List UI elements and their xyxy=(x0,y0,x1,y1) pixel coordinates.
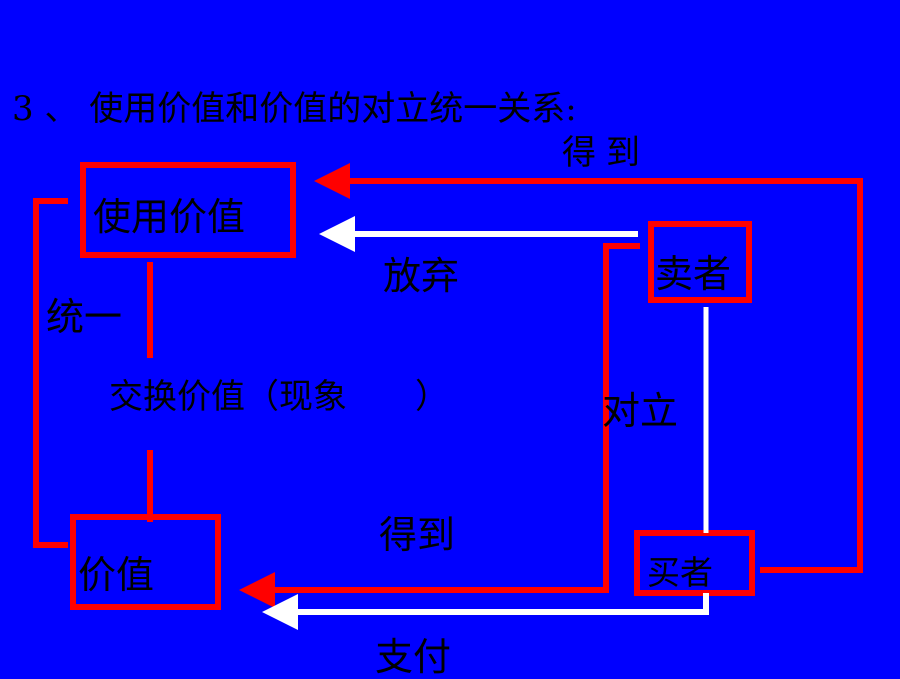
value-box xyxy=(70,514,221,610)
label-value: 价值 xyxy=(78,553,155,597)
arrow-pay xyxy=(262,593,709,630)
label-unity: 统一 xyxy=(46,295,123,339)
unity-bracket xyxy=(33,198,68,548)
page-title: 3 、 使用价值和价值的对立统一关系: xyxy=(12,89,577,129)
label-buyer: 买者 xyxy=(647,553,713,592)
buyer-box xyxy=(634,530,755,596)
label-seller: 卖者 xyxy=(655,252,732,296)
label-opposition: 对立 xyxy=(602,389,679,433)
label-use-value: 使用价值 xyxy=(93,195,246,239)
use-value-box xyxy=(80,162,296,258)
label-get-top: 得到 xyxy=(562,133,650,173)
seller-box xyxy=(648,221,752,303)
arrow-get-use-value xyxy=(314,163,863,573)
label-get-bottom: 得到 xyxy=(379,513,456,557)
label-exchange-value: 交换价值（现象 ） xyxy=(109,377,449,417)
arrow-get-value xyxy=(239,243,640,608)
label-give-up: 放弃 xyxy=(383,254,460,298)
label-pay: 支付 xyxy=(375,635,452,679)
